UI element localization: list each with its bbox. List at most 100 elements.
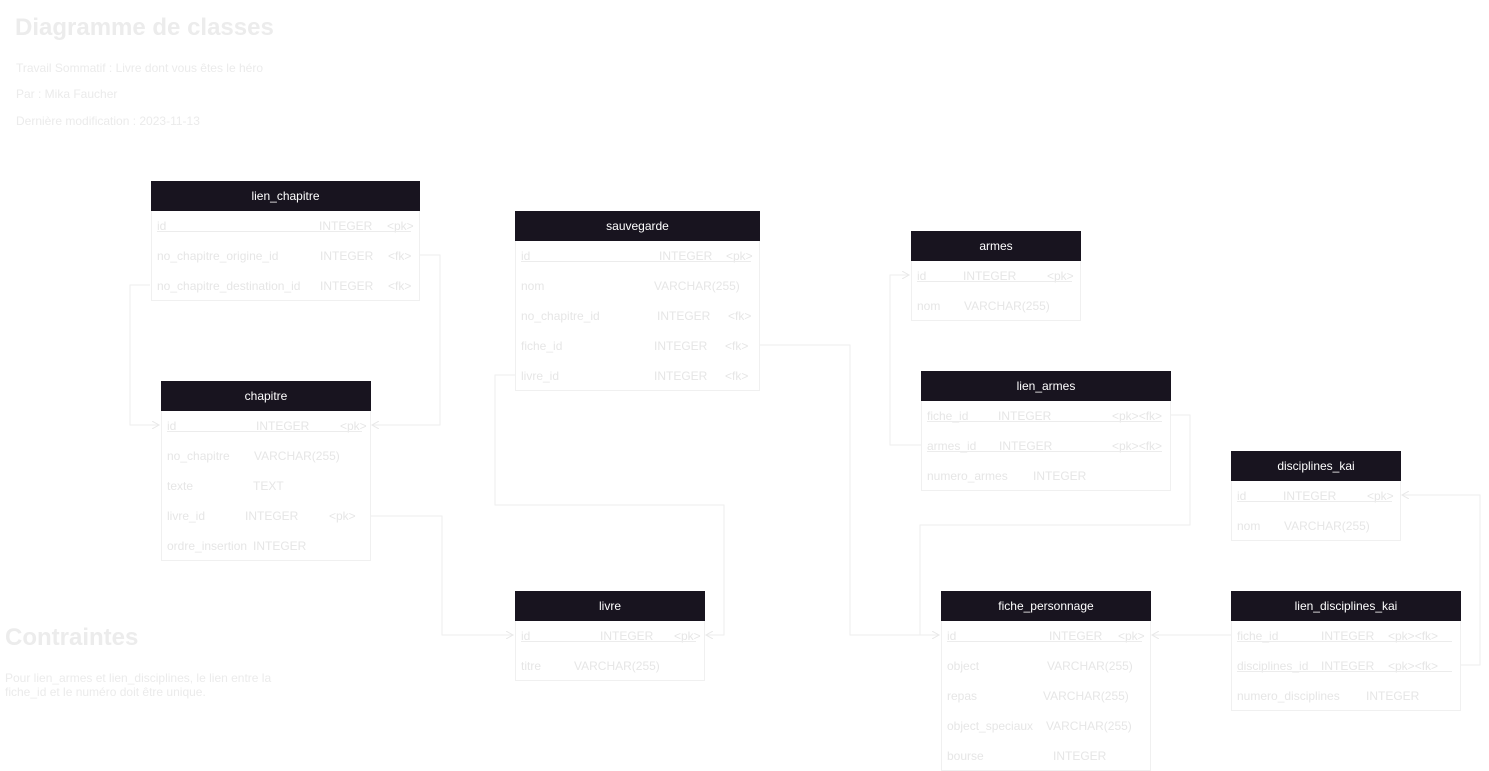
field-row: id INTEGER <pk> (162, 411, 370, 441)
field-row: livre_id INTEGER <pk> (162, 501, 370, 531)
field-type: INTEGER (999, 439, 1053, 453)
field-name: numero_armes (927, 469, 1008, 483)
field-key: <fk> (725, 369, 749, 383)
field-type: INTEGER (320, 249, 374, 263)
field-row: numero_armes INTEGER (922, 461, 1170, 491)
field-key: <pk> (340, 419, 367, 433)
rel-lien-disciplines-kai (1402, 495, 1481, 666)
entity-livre[interactable]: livre id INTEGER <pk> titre VARCHAR(255) (515, 591, 705, 681)
project-subtitle: Travail Sommatif : Livre dont vous êtes … (16, 61, 263, 75)
field-row: ordre_insertion INTEGER (162, 531, 370, 561)
constraints-heading: Contraintes (5, 624, 139, 651)
field-name: fiche_id (927, 409, 969, 423)
rel-sauvegarde-fiche (760, 344, 939, 635)
field-row: id INTEGER <pk> (152, 211, 419, 241)
entity-fiche-personnage[interactable]: fiche_personnage id INTEGER <pk> object … (941, 591, 1151, 771)
entity-armes[interactable]: armes id INTEGER <pk> nom VARCHAR(255) (911, 231, 1081, 321)
field-type: VARCHAR(255) (1046, 719, 1132, 733)
entity-lien-disciplines-kai[interactable]: lien_disciplines_kai fiche_id INTEGER <p… (1231, 591, 1461, 711)
field-name: id (167, 419, 177, 433)
field-row: no_chapitre_origine_id INTEGER <fk> (152, 241, 419, 271)
field-row: fiche_id INTEGER <pk><fk> (1232, 621, 1460, 651)
entity-lien-armes[interactable]: lien_armes fiche_id INTEGER <pk><fk> arm… (921, 371, 1171, 491)
field-type: INTEGER (1321, 659, 1375, 673)
field-row: object_speciaux VARCHAR(255) (942, 711, 1150, 741)
field-type: INTEGER (600, 629, 654, 643)
field-type: VARCHAR(255) (1284, 519, 1370, 533)
field-row: id INTEGER <pk> (516, 621, 704, 651)
entity-title: chapitre (161, 381, 371, 411)
entity-title: lien_armes (921, 371, 1171, 401)
field-key: <pk><fk> (1388, 659, 1439, 673)
field-row: id INTEGER <pk> (516, 241, 759, 271)
field-name: livre_id (521, 369, 560, 383)
field-name: no_chapitre (167, 449, 230, 463)
rel-lien-armes-fiche (919, 414, 1191, 635)
field-name: titre (521, 659, 542, 673)
field-key: <fk> (728, 309, 752, 323)
field-name: bourse (947, 749, 984, 763)
field-type: INTEGER (245, 509, 299, 523)
field-row: nom VARCHAR(255) (1232, 511, 1400, 541)
field-name: id (521, 249, 531, 263)
field-row: id INTEGER <pk> (942, 621, 1150, 651)
field-row: fiche_id INTEGER <fk> (516, 331, 759, 361)
field-name: livre_id (167, 509, 206, 523)
entity-title: armes (911, 231, 1081, 261)
entity-title: disciplines_kai (1231, 451, 1401, 481)
field-row: livre_id INTEGER <fk> (516, 361, 759, 391)
field-key: <pk><fk> (1112, 439, 1163, 453)
field-key: <pk><fk> (1112, 409, 1163, 423)
field-type: VARCHAR(255) (574, 659, 660, 673)
field-type: VARCHAR(255) (254, 449, 340, 463)
rel-sauvegarde-livre (494, 374, 725, 635)
entity-disciplines-kai[interactable]: disciplines_kai id INTEGER <pk> nom VARC… (1231, 451, 1401, 541)
field-row: nom VARCHAR(255) (912, 291, 1080, 321)
field-key: <pk> (387, 219, 414, 233)
field-name: no_chapitre_destination_id (157, 279, 301, 293)
field-row: no_chapitre_destination_id INTEGER <fk> (152, 271, 419, 301)
author-line: Par : Mika Faucher (16, 87, 118, 101)
field-key: <pk> (674, 629, 701, 643)
field-row: texte TEXT (162, 471, 370, 501)
field-type: INTEGER (1049, 629, 1103, 643)
field-name: nom (1237, 519, 1261, 533)
field-name: nom (917, 299, 941, 313)
field-type: INTEGER (659, 249, 713, 263)
field-name: repas (947, 689, 978, 703)
field-row: bourse INTEGER (942, 741, 1150, 771)
field-key: <pk> (1367, 489, 1394, 503)
field-key: <fk> (388, 279, 412, 293)
field-name: id (947, 629, 957, 643)
entity-title: lien_chapitre (151, 181, 420, 211)
field-type: INTEGER (320, 279, 374, 293)
field-name: no_chapitre_id (521, 309, 600, 323)
field-key: <fk> (725, 339, 749, 353)
field-row: id INTEGER <pk> (912, 261, 1080, 291)
field-row: fiche_id INTEGER <pk><fk> (922, 401, 1170, 431)
field-row: titre VARCHAR(255) (516, 651, 704, 681)
field-type: INTEGER (998, 409, 1052, 423)
field-name: id (917, 269, 927, 283)
rel-chapitre-livre (370, 515, 513, 635)
field-name: numero_disciplines (1237, 689, 1340, 703)
field-type: INTEGER (654, 369, 708, 383)
field-name: id (521, 629, 531, 643)
field-row: object VARCHAR(255) (942, 651, 1150, 681)
field-type: VARCHAR(255) (1047, 659, 1133, 673)
field-name: no_chapitre_origine_id (157, 249, 279, 263)
field-name: armes_id (927, 439, 977, 453)
entity-title: fiche_personnage (941, 591, 1151, 621)
entity-sauvegarde[interactable]: sauvegarde id INTEGER <pk> nom VARCHAR(2… (515, 211, 760, 391)
field-name: id (157, 219, 167, 233)
field-row: nom VARCHAR(255) (516, 271, 759, 301)
rel-lien-chapitre-origine (372, 254, 441, 425)
field-name: fiche_id (1237, 629, 1279, 643)
field-row: id INTEGER <pk> (1232, 481, 1400, 511)
entity-chapitre[interactable]: chapitre id INTEGER <pk> no_chapitre VAR… (161, 381, 371, 561)
entity-lien-chapitre[interactable]: lien_chapitre id INTEGER <pk> no_chapitr… (151, 181, 420, 301)
field-type: INTEGER (1366, 689, 1420, 703)
field-key: <pk> (1047, 269, 1074, 283)
field-type: INTEGER (963, 269, 1017, 283)
